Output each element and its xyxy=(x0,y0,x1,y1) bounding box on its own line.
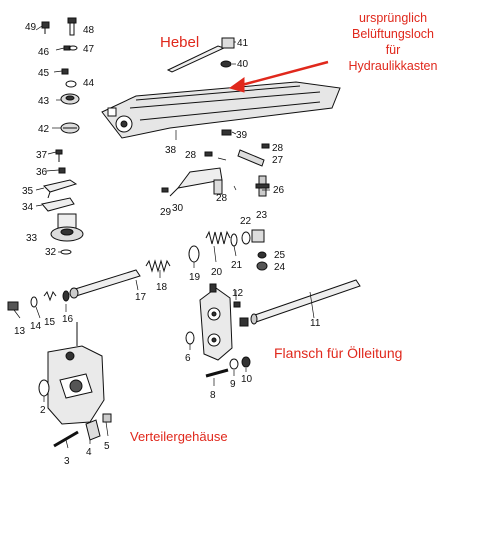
part-24-25-nuts xyxy=(256,251,268,271)
part-number: 37 xyxy=(36,150,48,161)
part-number: 9 xyxy=(230,379,236,390)
part-number: 21 xyxy=(231,260,243,271)
part-22-23-fittings xyxy=(241,229,265,245)
part-number: 16 xyxy=(62,314,74,325)
part-39-pin xyxy=(221,129,232,136)
part-number: 5 xyxy=(104,441,110,452)
part-number: 14 xyxy=(30,321,42,332)
part-number: 2 xyxy=(40,405,46,416)
part-42-disk xyxy=(60,122,80,134)
part-number: 17 xyxy=(135,292,147,303)
part-36-nut xyxy=(58,167,66,174)
part-number: 28 xyxy=(272,143,284,154)
part-number: 44 xyxy=(83,78,95,89)
part-19-ring xyxy=(188,245,200,263)
part-17-shaft xyxy=(69,269,141,299)
part-number: 18 xyxy=(156,282,168,293)
part-number: 32 xyxy=(45,247,57,258)
part-number: 34 xyxy=(22,202,34,213)
part-4-5-clips xyxy=(85,413,112,441)
part-28-pins xyxy=(204,143,270,157)
part-number: 19 xyxy=(189,272,201,283)
part-49-screw xyxy=(41,21,50,34)
part-number: 22 xyxy=(240,216,252,227)
part-number: 45 xyxy=(38,68,50,79)
part-number: 38 xyxy=(165,145,177,156)
part-number: 39 xyxy=(236,130,248,141)
part-number: 49 xyxy=(25,22,37,33)
part-number: 26 xyxy=(273,185,285,196)
part-45-nut xyxy=(61,68,69,75)
part-number: 41 xyxy=(237,38,249,49)
part-13-16-small-parts xyxy=(7,290,70,311)
part-3-stud xyxy=(53,430,79,448)
part-37-pin xyxy=(55,149,63,162)
part-number-labels: 49 48 46 47 45 44 43 42 37 36 35 34 33 3… xyxy=(14,22,321,467)
part-number: 30 xyxy=(172,203,184,214)
part-8-stud xyxy=(205,368,229,378)
part-number: 43 xyxy=(38,96,50,107)
part-number: 28 xyxy=(216,193,228,204)
part-26-bolt xyxy=(255,175,270,197)
part-46-47-washers xyxy=(63,45,78,51)
annotation-flange: Flansch für Ölleitung xyxy=(274,345,403,361)
part-9-10-nuts xyxy=(229,356,251,370)
part-number: 42 xyxy=(38,124,50,135)
annotation-vent-line: für xyxy=(385,43,401,57)
part-number: 33 xyxy=(26,233,38,244)
leader-lines xyxy=(13,25,315,449)
part-number: 15 xyxy=(44,317,56,328)
annotation-vent-line: ursprünglich xyxy=(358,11,428,25)
part-32-ring xyxy=(60,249,72,255)
part-48-bolt xyxy=(67,17,77,36)
annotation-vent-hole: ursprünglich Belüftungsloch für Hydrauli… xyxy=(318,10,468,74)
vent-hole-arrow xyxy=(228,60,329,93)
part-number: 46 xyxy=(38,47,50,58)
part-number: 11 xyxy=(310,318,321,329)
part-20-spring xyxy=(205,230,231,245)
part-number: 20 xyxy=(211,267,223,278)
part-44-ring xyxy=(65,80,77,88)
part-12-nuts xyxy=(233,301,249,327)
part-number: 28 xyxy=(185,150,197,161)
part-21-ring xyxy=(230,233,238,247)
annotation-hebel: Hebel xyxy=(160,34,200,51)
part-number: 23 xyxy=(256,210,268,221)
part-number: 35 xyxy=(22,186,34,197)
annotation-vent-line: Belüftungsloch xyxy=(351,27,434,41)
part-number: 24 xyxy=(274,262,286,273)
part-number: 4 xyxy=(86,447,92,458)
part-33-housing-cover xyxy=(50,213,84,242)
part-34-plate xyxy=(41,197,75,212)
part-6-ring xyxy=(185,331,195,345)
annotation-vent-line: Hydraulikkasten xyxy=(348,59,438,73)
part-35-bracket xyxy=(43,179,78,199)
part-number: 47 xyxy=(83,44,95,55)
part-41-lever xyxy=(166,37,235,73)
part-number: 13 xyxy=(14,326,26,337)
annotation-housing: Verteilergehäuse xyxy=(130,429,228,444)
part-number: 40 xyxy=(237,59,249,70)
part-number: 12 xyxy=(232,288,244,299)
part-38-frame xyxy=(101,81,341,139)
part-27-link xyxy=(237,149,265,167)
part-number: 48 xyxy=(83,25,95,36)
part-number: 8 xyxy=(210,390,216,401)
part-18-spring xyxy=(145,259,171,273)
part-number: 3 xyxy=(64,456,70,467)
part-number: 25 xyxy=(274,250,286,261)
part-1-distributor-housing xyxy=(38,322,105,425)
part-number: 6 xyxy=(185,353,191,364)
part-11-long-shaft xyxy=(250,279,361,325)
part-7-flange xyxy=(199,283,233,361)
part-number: 10 xyxy=(241,374,253,385)
part-number: 27 xyxy=(272,155,284,166)
part-40-nut xyxy=(220,60,232,68)
part-number: 36 xyxy=(36,167,48,178)
part-43-cap xyxy=(60,93,80,105)
part-29-31-linkage xyxy=(161,167,223,197)
part-number: 29 xyxy=(160,207,172,218)
